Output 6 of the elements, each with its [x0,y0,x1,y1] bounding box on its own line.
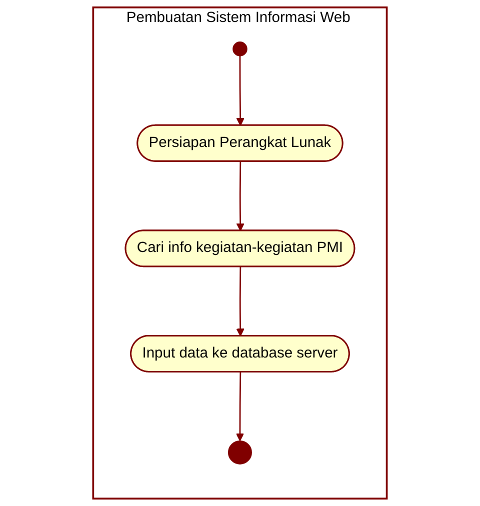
node-circle [232,42,248,56]
arrow [236,266,244,336]
node-circle [228,440,252,464]
arrow [236,372,244,442]
arrow [236,162,244,232]
arrow [236,56,244,126]
